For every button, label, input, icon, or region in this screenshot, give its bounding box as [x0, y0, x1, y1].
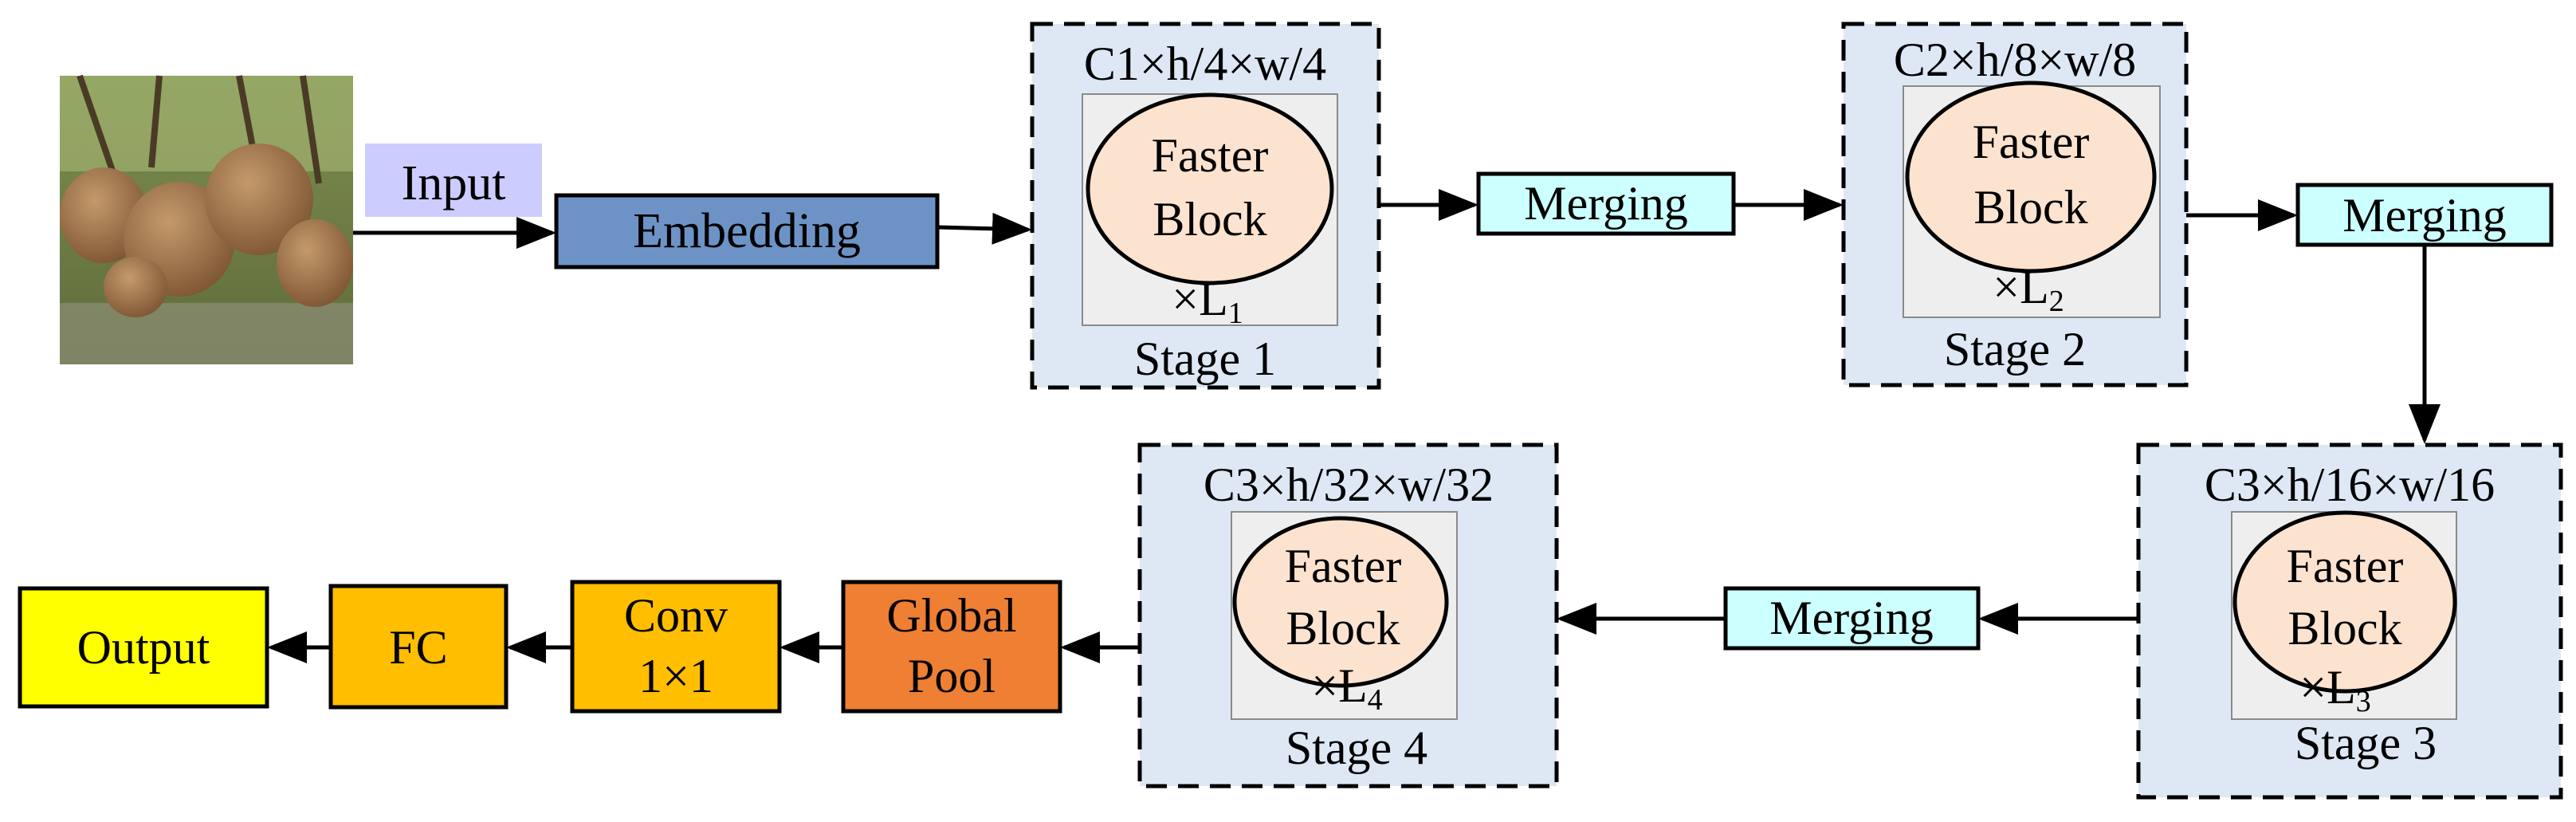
stage-1-block-line1: Faster [1152, 129, 1269, 182]
merging-1-label: Merging [1524, 177, 1688, 230]
stage-4-caption: Stage 4 [1286, 722, 1427, 774]
stage-4: C3×h/32×w/32 Faster Block ×L4 Stage 4 [1137, 442, 1559, 789]
stage-2-block-line2: Block [1973, 181, 2087, 234]
stage-1-block-line2: Block [1153, 193, 1266, 246]
output-block [18, 586, 269, 709]
stage-3-caption: Stage 3 [2295, 717, 2437, 769]
stage-2-caption: Stage 2 [1944, 323, 2086, 376]
global-pool-line1: Global [886, 589, 1016, 642]
fc-block [328, 584, 509, 710]
stage-1-dims: C1×h/4×w/4 [1084, 37, 1326, 90]
stage-1-caption: Stage 1 [1134, 332, 1276, 385]
kiwi-input-image [60, 74, 353, 364]
stage-4-block-line2: Block [1286, 602, 1400, 655]
stage-1-faster-block [1086, 92, 1334, 285]
merging-2-block [2295, 183, 2554, 247]
input-label: Input [402, 156, 506, 210]
stage-1-repeat: ×L1 [1172, 273, 1243, 330]
stage-2-dims: C2×h/8×w/8 [1894, 33, 2136, 86]
stage-2-block-line1: Faster [1973, 116, 2090, 168]
conv-line2: 1×1 [638, 650, 713, 702]
embedding-block [554, 193, 940, 269]
stage-3-block-line1: Faster [2287, 540, 2404, 592]
stage-3: C3×h/16×w/16 Faster Block ×L3 Stage 3 [2136, 442, 2563, 800]
global-pool-line2: Pool [908, 650, 995, 702]
input-tag [365, 144, 542, 217]
stage-3-dims: C3×h/16×w/16 [2205, 458, 2495, 511]
output-label: Output [77, 621, 210, 674]
stage-3-faster-block [2232, 510, 2457, 694]
stage-4-faster-block [1232, 516, 1449, 688]
stage-2: C2×h/8×w/8 Faster Block ×L2 Stage 2 [1841, 22, 2189, 387]
merging-2-label: Merging [2342, 189, 2507, 242]
embedding-label: Embedding [633, 204, 861, 258]
embedding-to-stage1-arrow [937, 212, 1032, 245]
stage-3-repeat: ×L3 [2299, 661, 2371, 718]
stage-3-block-line2: Block [2287, 602, 2401, 655]
stage-4-repeat: ×L4 [1311, 659, 1383, 717]
stage-2-repeat: ×L2 [1993, 261, 2064, 318]
stage-1: C1×h/4×w/4 Faster Block ×L1 Stage 1 [1030, 22, 1381, 390]
merging-3-label: Merging [1769, 592, 1934, 644]
conv-block [570, 580, 782, 714]
fc-label: FC [389, 621, 447, 674]
stage-4-block-line1: Faster [1285, 540, 1402, 592]
stage-2-faster-block [1905, 81, 2157, 273]
stage-4-dims: C3×h/32×w/32 [1204, 458, 1494, 511]
conv-line1: Conv [624, 589, 728, 642]
